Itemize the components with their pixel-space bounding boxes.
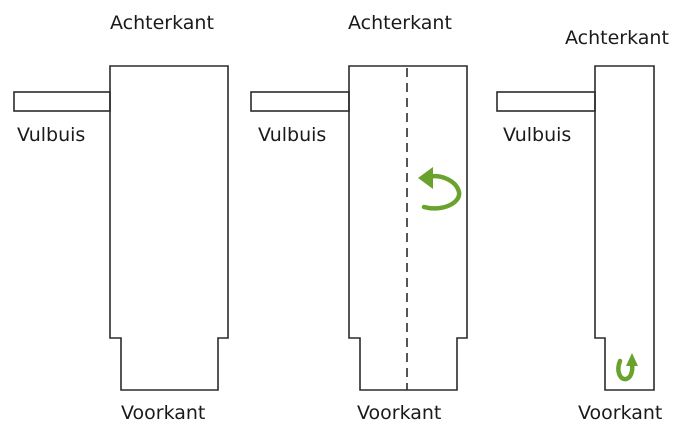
panel-1: Achterkant Vulbuis Voorkant (13, 12, 229, 424)
fold-up-arrow-icon (616, 353, 638, 382)
back-label: Achterkant (348, 12, 452, 34)
back-label: Achterkant (110, 12, 214, 34)
fill-pipe (13, 91, 111, 112)
bag-outline (348, 65, 468, 391)
pipe-label: Vulbuis (503, 124, 571, 146)
front-label: Voorkant (578, 402, 662, 421)
rotate-arrow-icon (418, 167, 462, 211)
panel-3: Achterkant Vulbuis Voorkant (496, 27, 669, 424)
pipe-label: Vulbuis (258, 124, 326, 146)
pipe-label: Vulbuis (17, 124, 85, 146)
front-label: Voorkant (357, 402, 441, 421)
back-label: Achterkant (565, 27, 669, 49)
bag-outline (109, 65, 229, 391)
panel-2: Achterkant Vulbuis Voorkant (250, 12, 468, 424)
fill-pipe (496, 91, 596, 112)
fill-pipe (250, 91, 350, 112)
bag-outline (594, 65, 655, 391)
front-label: Voorkant (121, 402, 205, 421)
